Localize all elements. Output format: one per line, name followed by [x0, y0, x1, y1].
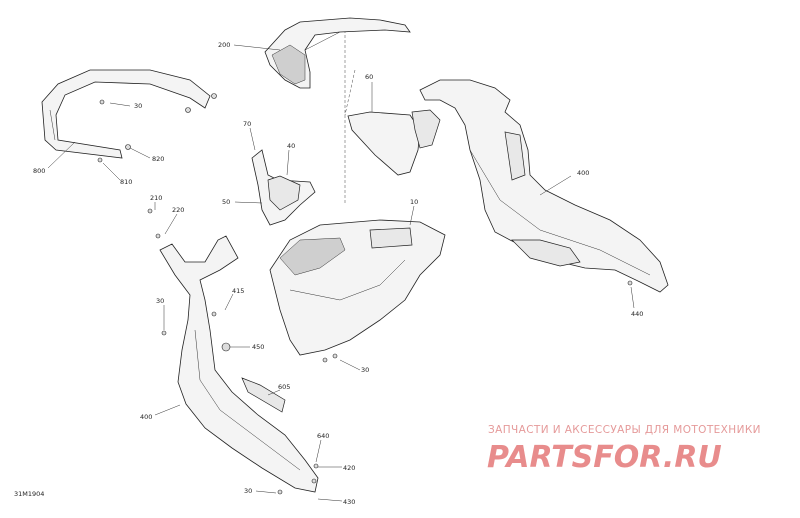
part-800-grab-handle	[41, 69, 217, 163]
callout-810: 810	[120, 178, 132, 186]
callout-415: 415	[232, 287, 244, 295]
callout-640: 640	[317, 432, 329, 440]
leader-lines	[47, 44, 635, 502]
alignment-line	[344, 69, 356, 116]
callout-30: 30	[156, 297, 164, 305]
callout-30: 30	[134, 102, 142, 110]
part-200-heat-shield	[264, 17, 411, 89]
callout-40: 40	[287, 142, 295, 150]
callout-440: 440	[631, 310, 643, 318]
callout-labels: 200 30 60 800 820 810 70 40 50 400 210 2…	[33, 41, 643, 506]
part-400-right-side-panel	[419, 79, 669, 293]
watermark-tagline: ЗАПЧАСТИ И АКСЕССУАРЫ ДЛЯ МОТОТЕХНИКИ	[488, 424, 761, 436]
callout-605: 605	[278, 383, 290, 391]
part-400-left-lower-panel	[147, 208, 319, 495]
callout-10: 10	[410, 198, 418, 206]
watermark-logo: PARTSFOR.RU	[487, 440, 722, 475]
part-60-deflector	[347, 109, 441, 176]
callout-400: 400	[140, 413, 152, 421]
callout-430: 430	[343, 498, 355, 506]
callout-60: 60	[365, 73, 373, 81]
callout-400: 400	[577, 169, 589, 177]
callout-30: 30	[244, 487, 252, 495]
part-70-side-bracket	[251, 149, 316, 226]
callout-70: 70	[243, 120, 251, 128]
watermark: ЗАПЧАСТИ И АКСЕССУАРЫ ДЛЯ МОТОТЕХНИКИ PA…	[487, 424, 761, 475]
callout-210: 210	[150, 194, 162, 202]
callout-50: 50	[222, 198, 230, 206]
callout-220: 220	[172, 206, 184, 214]
callout-800: 800	[33, 167, 45, 175]
diagram-code: 31M1904	[14, 490, 44, 498]
callout-200: 200	[218, 41, 230, 49]
callout-450: 450	[252, 343, 264, 351]
part-10-center-panel	[269, 219, 446, 363]
callout-420: 420	[343, 464, 355, 472]
callout-820: 820	[152, 155, 164, 163]
callout-30: 30	[361, 366, 369, 374]
